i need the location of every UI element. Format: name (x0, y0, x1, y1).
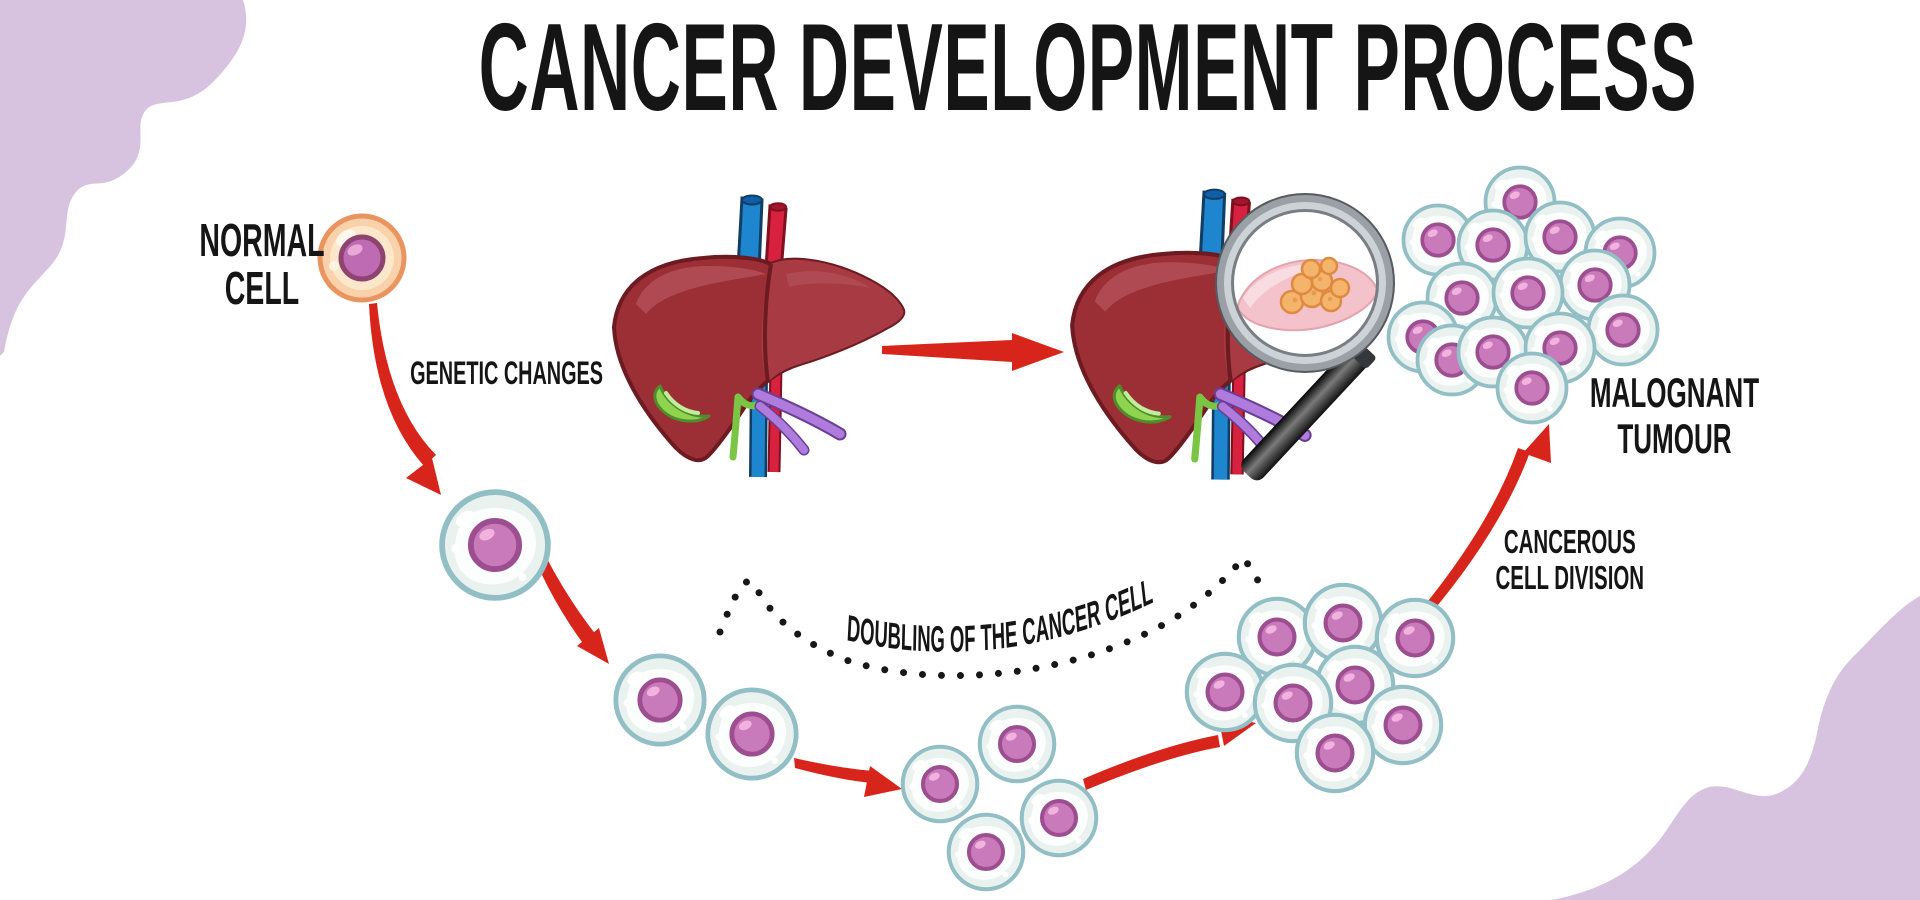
magnifier-rim-icon (1215, 193, 1395, 373)
arrow-liver-to-liver (882, 333, 1064, 371)
corner-blob-top-left (0, 0, 247, 356)
cancer-cell-cluster-icon (1187, 585, 1453, 791)
genetic-changes-label: GENETIC CHANGES (410, 355, 604, 391)
red-arrows (369, 303, 1551, 797)
tumor-cells-icon (1279, 256, 1351, 315)
cancer-cell-pair-icon (616, 656, 796, 778)
page-title: CANCER DEVELOPMENT PROCESS (478, 0, 1697, 137)
magnifier-icon (1215, 193, 1395, 481)
cancer-cell-icon (442, 492, 548, 598)
malignant-tumour-label: MALOGNANT TUMOUR (1589, 369, 1759, 462)
normal-cell-label: NORMAL CELL (199, 214, 325, 314)
cancer-cell-quad-icon (903, 707, 1097, 890)
normal-cell-icon (317, 213, 407, 303)
corner-blob-bottom-right (1550, 596, 1920, 900)
arrow-cell-division-2 (794, 758, 902, 797)
arrow-cancerous-division (1424, 424, 1551, 611)
healthy-liver-icon (614, 196, 903, 478)
cancerous-cell-division-label: CANCEROUS CELL DIVISION (1495, 523, 1645, 596)
arrow-genetic-changes (369, 303, 441, 495)
